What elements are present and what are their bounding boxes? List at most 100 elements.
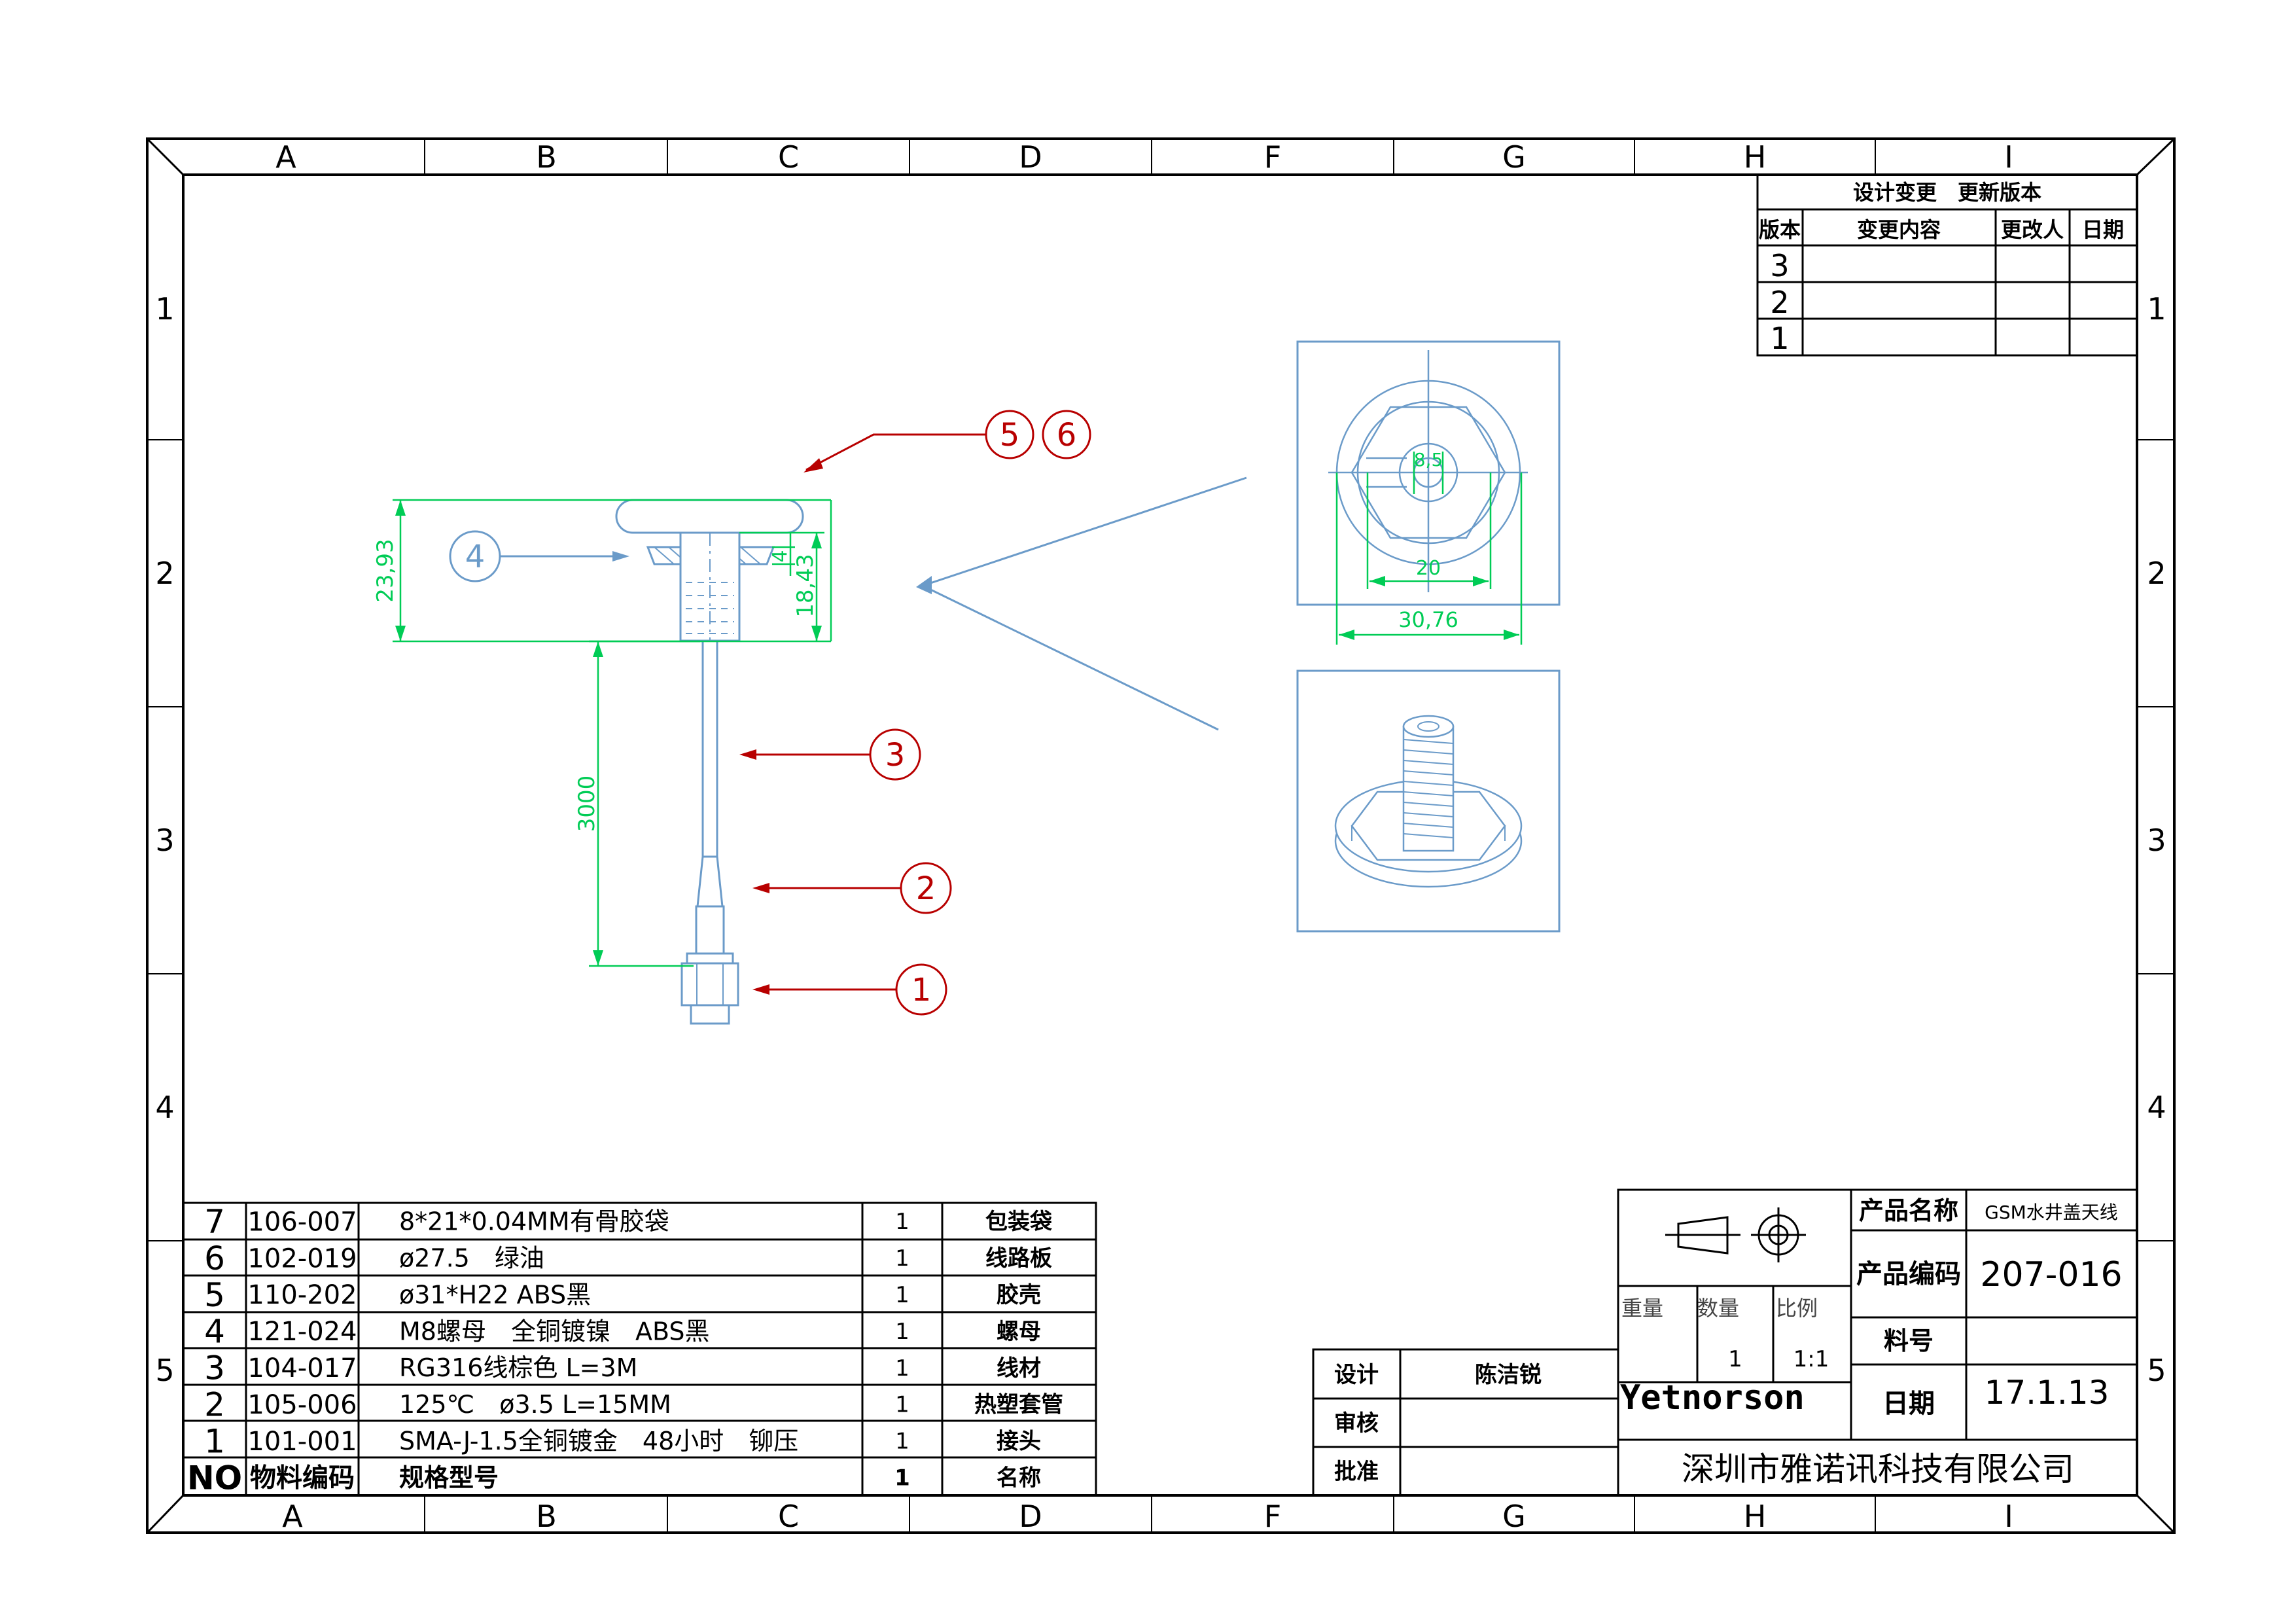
bom-cell-name: 胶壳 — [997, 1282, 1041, 1308]
review-label: 审核 — [1334, 1410, 1379, 1436]
revision-row-2: 2 — [1770, 285, 1789, 320]
bom-cell-spec: ø31*H22 ABS黑 — [399, 1280, 591, 1309]
dim-nut-width: 20 — [1416, 557, 1441, 580]
row-right-2: 2 — [2147, 556, 2166, 591]
bom-cell-spec: SMA-J-1.5全铜镀金 48小时 铆压 — [399, 1427, 798, 1455]
revision-row-3: 3 — [1770, 248, 1789, 283]
callout-3: 3 — [885, 737, 906, 774]
sma-connector — [686, 952, 734, 965]
bom-cell-no: 6 — [204, 1240, 225, 1277]
bom-cell-code: 物料编码 — [250, 1463, 355, 1493]
company-name: 深圳市雅诺讯科技有限公司 — [1682, 1450, 2074, 1488]
scale-label: 比例 — [1776, 1296, 1818, 1321]
bom-cell-no: 5 — [204, 1276, 225, 1314]
dim-inner-hole: 8,5 — [1414, 449, 1443, 471]
quantity-value: 1 — [1728, 1346, 1742, 1372]
zone-bottom-i: I — [2004, 1499, 2013, 1534]
bom-cell-spec: ø27.5 绿油 — [399, 1244, 544, 1273]
callout-1: 1 — [911, 972, 932, 1008]
row-right-3: 3 — [2147, 823, 2166, 858]
row-left-5: 5 — [155, 1353, 174, 1388]
row-right-4: 4 — [2147, 1090, 2166, 1125]
revision-header-date: 日期 — [2082, 217, 2124, 242]
bom-cell-no: 4 — [204, 1313, 225, 1351]
side-view: 23,93 18,43 4 3000 — [372, 499, 832, 1025]
revision-table: 设计变更 更新版本 版本 变更内容 更改人 日期 3 2 1 — [1756, 173, 2138, 357]
bom-cell-name: 线材 — [997, 1355, 1041, 1382]
projection-symbol-icon — [1665, 1207, 1806, 1262]
dim-body-height: 18,43 — [792, 554, 819, 617]
revision-header-content: 变更内容 — [1857, 217, 1941, 242]
product-name-label: 产品名称 — [1859, 1196, 1958, 1225]
zone-bottom-a: A — [282, 1499, 303, 1534]
bom-cell-name: 热塑套管 — [974, 1392, 1063, 1418]
bom-cell-qty: 1 — [895, 1282, 910, 1308]
zone-bottom-c: C — [778, 1499, 799, 1534]
bom-cell-no: 1 — [204, 1422, 225, 1460]
zone-top-h: H — [1744, 139, 1767, 175]
dim-gasket: 4 — [769, 550, 792, 562]
drawing-frame — [146, 137, 2176, 1534]
bom-cell-spec: M8螺母 全铜镀镍 ABS黑 — [399, 1317, 709, 1346]
bom-cell-no: 7 — [204, 1203, 225, 1241]
zone-top-b: B — [536, 139, 557, 175]
row-right-5: 5 — [2147, 1353, 2166, 1388]
bom-cell-code: 102-019 — [247, 1243, 357, 1274]
revision-table-title: 设计变更 更新版本 — [1853, 180, 2041, 205]
bom-cell-no: 3 — [204, 1349, 225, 1387]
bom-cell-no: 2 — [204, 1385, 225, 1423]
bom-cell-spec: RG316线棕色 L=3M — [399, 1353, 637, 1382]
design-label: 设计 — [1334, 1362, 1379, 1388]
zone-bottom-f: F — [1264, 1499, 1281, 1534]
bom-table: 7 106-007 8*21*0.04MM有骨胶袋 1 包装袋 6 102-019 ø27.5… — [182, 1202, 1097, 1497]
zone-bottom-d: D — [1019, 1499, 1042, 1534]
bom-cell-name: 螺母 — [997, 1319, 1041, 1345]
zone-bottom-b: B — [536, 1499, 557, 1534]
bom-cell-name: 线路板 — [985, 1245, 1052, 1272]
revision-header-version: 版本 — [1759, 217, 1801, 242]
bom-cell-spec: 125℃ ø3.5 L=15MM — [399, 1390, 671, 1419]
dim-cable-length: 3000 — [574, 776, 600, 832]
cap-body — [615, 499, 804, 534]
bom-cell-spec: 8*21*0.04MM有骨胶袋 — [399, 1207, 669, 1236]
bom-cell-qty: 1 — [895, 1429, 910, 1455]
product-code: 207-016 — [1980, 1255, 2122, 1294]
callout-6: 6 — [1057, 417, 1077, 454]
part-number-label: 料号 — [1884, 1327, 1934, 1355]
bom-cell-name: 接头 — [997, 1429, 1041, 1455]
revision-row-1: 1 — [1770, 321, 1789, 356]
row-left-2: 2 — [155, 556, 174, 591]
date-value: 17.1.13 — [1985, 1374, 2110, 1412]
bom-cell-qty: 1 — [895, 1209, 910, 1235]
product-code-label: 产品编码 — [1856, 1259, 1961, 1289]
isometric-view — [1296, 669, 1561, 933]
callout-5: 5 — [1000, 417, 1020, 454]
bom-cell-code: 104-017 — [247, 1353, 357, 1383]
approve-label: 批准 — [1334, 1459, 1379, 1485]
callout-2: 2 — [916, 870, 936, 907]
quantity-label: 数量 — [1697, 1296, 1739, 1321]
date-label: 日期 — [1882, 1389, 1935, 1419]
heat-shrink — [696, 855, 724, 908]
top-view: 8,5 20 30,76 — [1296, 340, 1561, 645]
bom-cell-qty: 1 — [895, 1392, 910, 1418]
bom-cell-no: NO — [187, 1459, 242, 1497]
bom-cell-qty: 1 — [895, 1355, 910, 1382]
revision-header-author: 更改人 — [2001, 217, 2064, 242]
callout-4: 4 — [465, 539, 486, 575]
row-left-3: 3 — [155, 823, 174, 858]
bom-cell-name: 包装袋 — [985, 1209, 1052, 1235]
zone-top-a: A — [275, 139, 296, 175]
brand-name: Yetnorson — [1620, 1378, 1805, 1418]
bom-cell-code: 106-007 — [247, 1207, 357, 1237]
zone-top-f: F — [1264, 139, 1281, 175]
bom-cell-code: 105-006 — [247, 1390, 357, 1420]
dim-outer-width: 30,76 — [1398, 607, 1458, 632]
zone-top-g: G — [1502, 139, 1526, 175]
bom-cell-code: 121-024 — [247, 1317, 357, 1347]
zone-bottom-g: G — [1502, 1499, 1526, 1534]
title-block: 重量 数量 比例 1 1:1 Yetnorson 深圳市雅诺讯科技有限公司 产品… — [1617, 1188, 2138, 1497]
bom-cell-spec: 规格型号 — [399, 1463, 499, 1492]
row-left-4: 4 — [155, 1090, 174, 1125]
dim-overall-height: 23,93 — [372, 539, 398, 602]
